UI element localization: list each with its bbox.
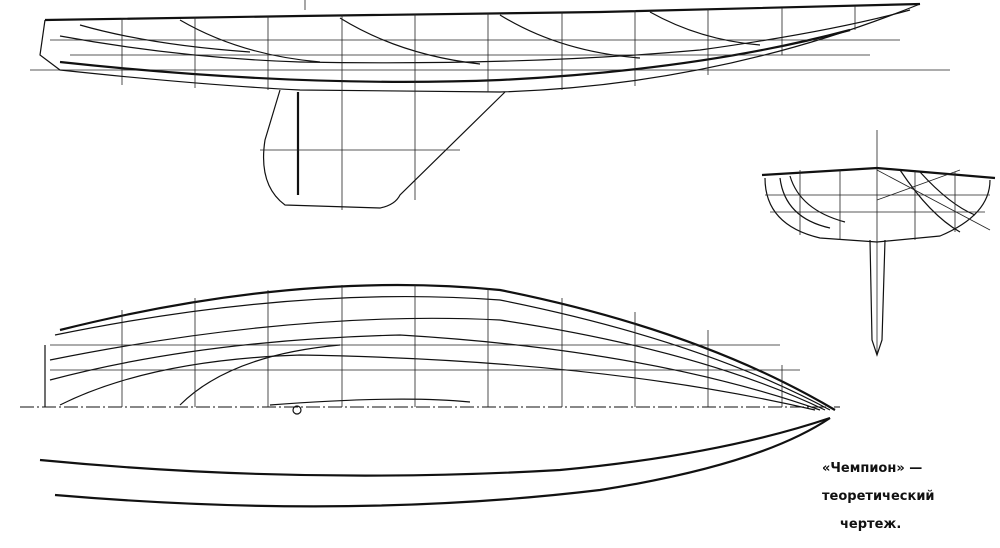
waterline-curves xyxy=(39,416,831,508)
drawing-caption: «Чемпион» — теоретический чертеж. xyxy=(822,455,997,539)
half-breadth-view xyxy=(20,283,840,415)
body-section-view xyxy=(761,130,996,357)
caption-line-3: чертеж. xyxy=(840,517,902,532)
caption-line-2: теоретический xyxy=(822,489,935,504)
caption-title: «Чемпион» — xyxy=(822,461,923,476)
profile-view xyxy=(30,0,950,210)
